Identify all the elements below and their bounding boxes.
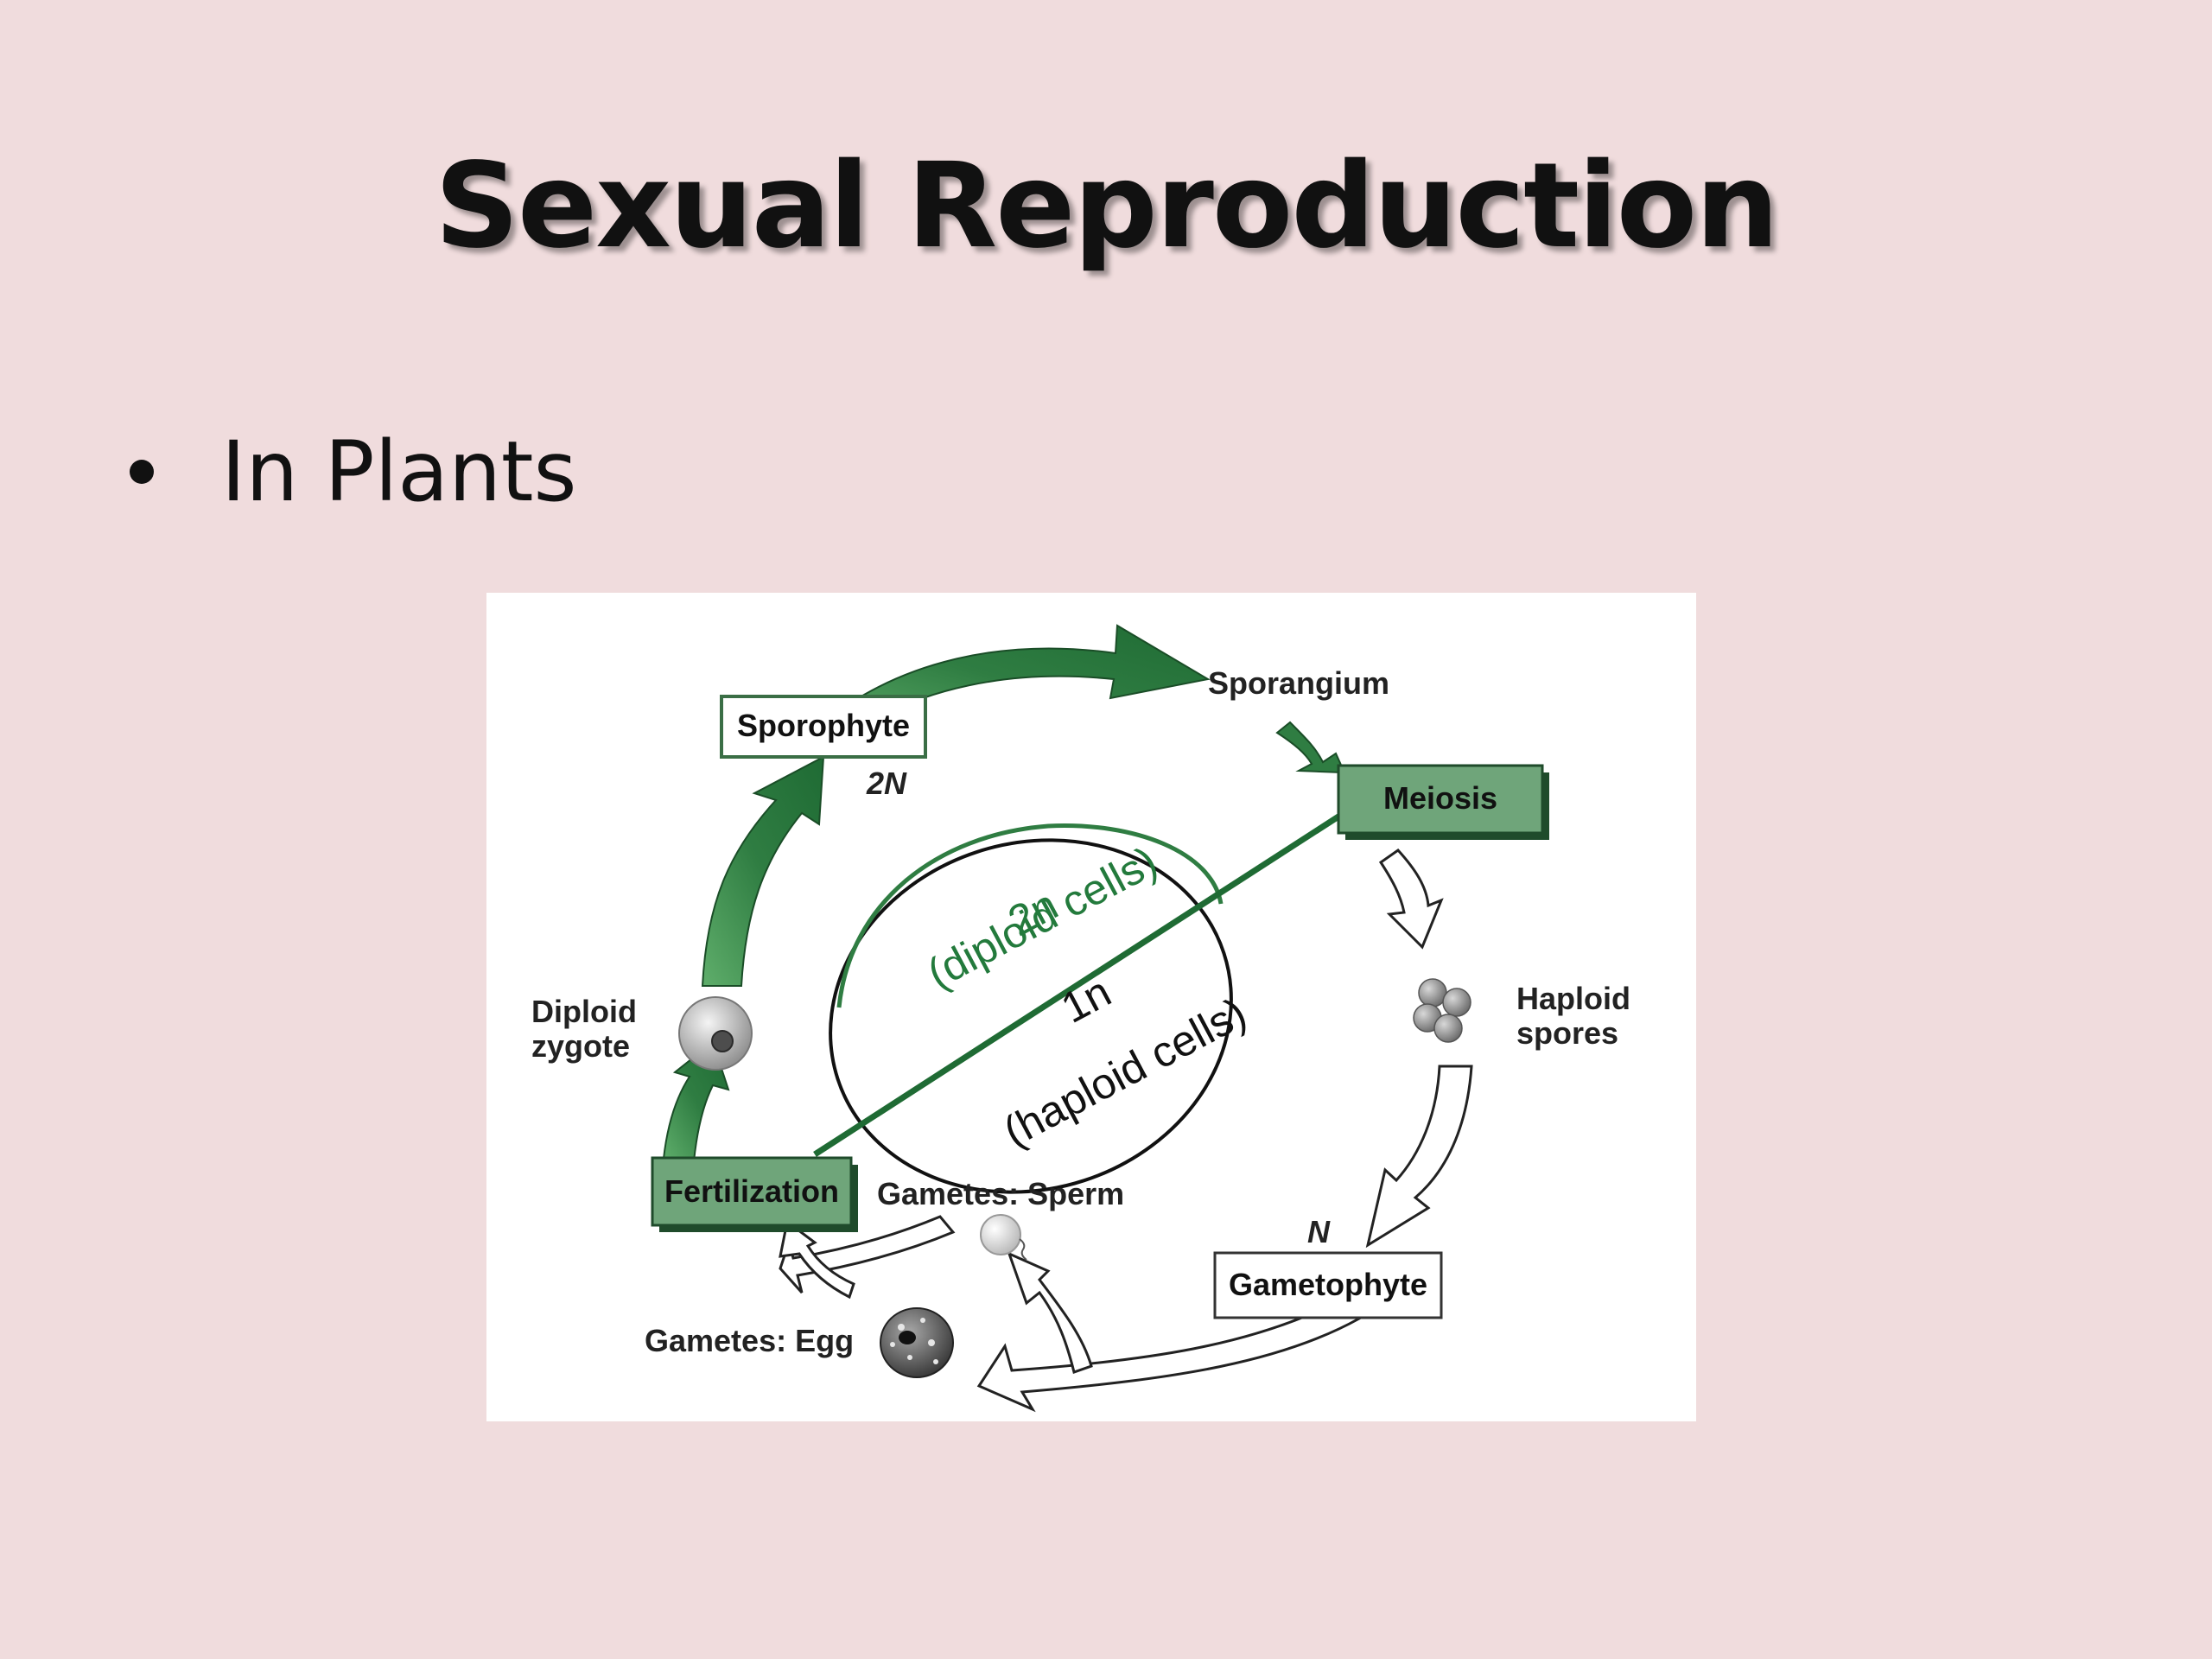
haploid-n-label: 1n [1053, 967, 1118, 1033]
haploid-spores-label-line1: Haploid [1516, 981, 1630, 1016]
slide-title: Sexual Reproduction [435, 138, 1779, 275]
diploid-half-outline [836, 823, 1224, 1008]
bullet-item: In Plants [130, 423, 577, 520]
sporophyte-ploidy-label: 2N [866, 766, 907, 801]
meiosis-box [1337, 764, 1544, 835]
fertilization-label: Fertilization [664, 1173, 839, 1209]
sporophyte-label: Sporophyte [737, 708, 910, 743]
egg-icon [880, 1307, 954, 1378]
meiosis-label: Meiosis [1383, 780, 1497, 816]
gametophyte-label: Gametophyte [1229, 1267, 1427, 1302]
haploid-spores-icon [1413, 978, 1471, 1043]
sporophyte-box [720, 695, 927, 759]
sperm-icon [980, 1214, 1027, 1261]
bullet-text: In Plants [221, 423, 577, 520]
sporangium-label: Sporangium [1208, 665, 1389, 701]
fertilization-box [651, 1156, 853, 1227]
arrow-gametophyte-to-sperm [1007, 1251, 1093, 1374]
diploid-zygote-label-line1: Diploid [531, 994, 637, 1029]
ploidy-ellipse [829, 838, 1233, 1194]
arrow-spores-to-gametophyte [1365, 1065, 1473, 1249]
haploid-spores-label-line2: spores [1516, 1015, 1618, 1051]
gametophyte-ploidy-label: N [1307, 1214, 1331, 1249]
arrow-sporangium-to-meiosis [1275, 721, 1345, 774]
life-cycle-diagram: 2n (diploid cells) 1n (haploid cells) Sp… [486, 593, 1696, 1421]
diploid-zygote-label-line2: zygote [531, 1028, 630, 1064]
gametophyte-box [1213, 1251, 1443, 1319]
gametes-sperm-label: Gametes: Sperm [877, 1176, 1124, 1211]
bullet-marker [130, 460, 154, 484]
arrow-gametophyte-to-gametes [976, 1308, 1363, 1413]
arrow-zygote-to-sporophyte [701, 755, 825, 987]
gametes-egg-label: Gametes: Egg [645, 1323, 854, 1358]
ploidy-divider [813, 806, 1352, 1157]
diploid-zygote-icon [678, 996, 753, 1071]
arrow-meiosis-to-spores [1378, 849, 1444, 950]
